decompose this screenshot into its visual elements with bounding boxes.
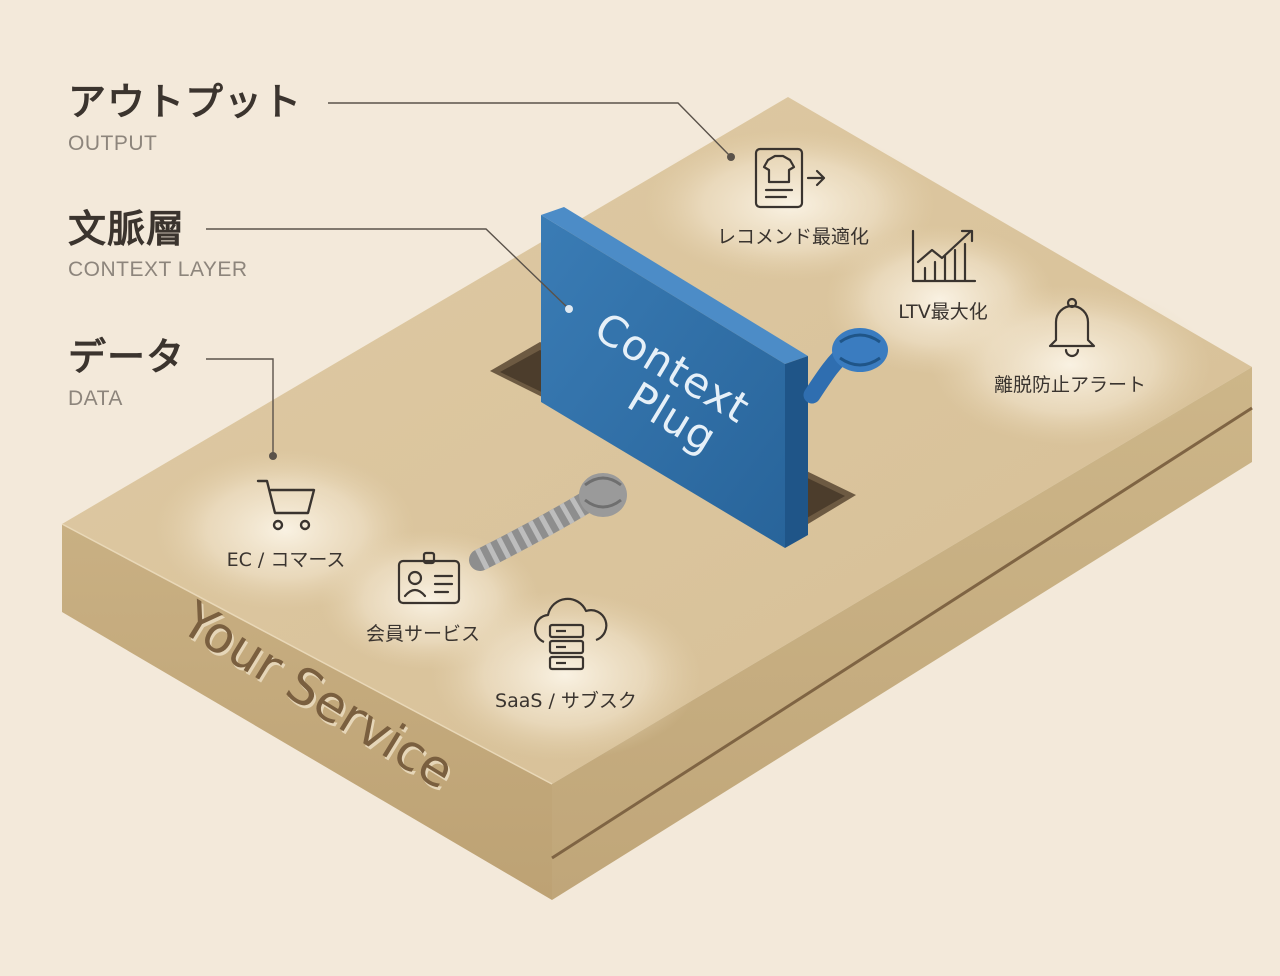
gray-rope (469, 473, 627, 571)
leader-output (328, 102, 732, 158)
leader-context (206, 228, 570, 310)
bell-icon (1048, 297, 1096, 358)
data-node-member-label: 会員サービス (366, 623, 480, 645)
leader-context-dot (565, 305, 573, 313)
gray-rope-knot (579, 473, 627, 517)
output-node-ltv-label: LTV最大化 (898, 301, 988, 323)
platform-left-side (62, 524, 552, 900)
context-plug-block: Context Plug (541, 207, 808, 548)
data-node-saas-label: SaaS / サブスク (495, 689, 637, 712)
output-node-recommend-label: レコメンド最適化 (717, 226, 869, 248)
glow-alert (930, 285, 1210, 445)
id-card-icon (397, 551, 461, 605)
context-layer-subtitle: CONTEXT LAYER (68, 258, 248, 281)
leader-data-dot (269, 452, 277, 460)
data-layer-title: データ (68, 335, 186, 379)
growth-chart-icon (911, 229, 977, 283)
output-layer-subtitle: OUTPUT (68, 132, 158, 155)
leader-data (206, 358, 274, 456)
blue-rope-knot-detail (839, 333, 881, 367)
glow-recommend (645, 130, 935, 280)
shopping-cart-icon (256, 479, 316, 531)
platform-edge-highlight (61, 523, 553, 785)
gray-rope-knot-detail (584, 476, 622, 509)
data-layer-subtitle: DATA (68, 387, 123, 410)
glow-saas (430, 590, 700, 760)
cloud-server-icon (534, 597, 608, 671)
leader-lines (206, 102, 735, 460)
shirt-recommend-icon (754, 147, 826, 209)
platform-groove (551, 406, 1253, 860)
output-node-alert-label: 離脱防止アラート (994, 374, 1146, 396)
blue-rope (803, 328, 888, 404)
plug-right-side (785, 356, 808, 548)
data-node-ec-label: EC / コマース (227, 549, 346, 571)
output-layer-title: アウトプット (68, 80, 303, 124)
plug-front (541, 215, 785, 548)
plug-top (541, 207, 808, 364)
gray-rope-twist (475, 490, 596, 570)
context-layer-title: 文脈層 (68, 207, 186, 251)
leader-output-dot (727, 153, 735, 161)
